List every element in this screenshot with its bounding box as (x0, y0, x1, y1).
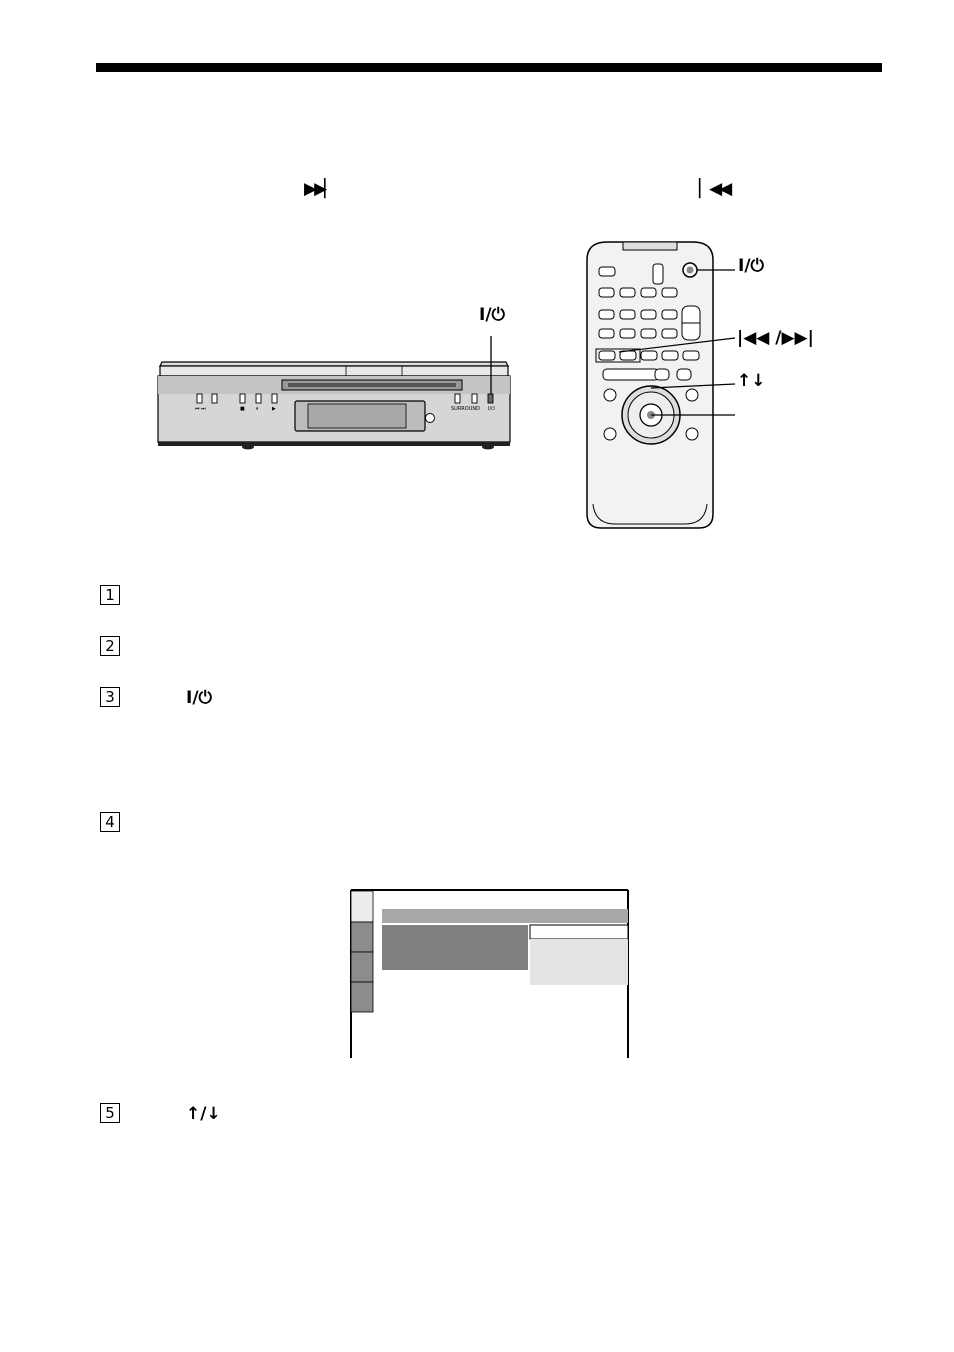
step-5-arrow-icon: ↑/↓ (186, 1104, 221, 1124)
setup-menu-screen (350, 889, 629, 1058)
svg-text:⏮ ⏭: ⏮ ⏭ (195, 406, 206, 412)
svg-text:▶: ▶ (272, 406, 276, 412)
step-5-number: 5 (100, 1103, 120, 1123)
remote-power-callout: I/⏻ (738, 256, 764, 276)
dvd-player-illustration: ⏮ ⏭ ■ ⏸ ▶ SURROUND I/⏻ (157, 336, 511, 450)
svg-text:SURROUND: SURROUND (451, 406, 480, 412)
next-track-icon: ▶▶▏ (304, 179, 337, 199)
step-3-power-icon: I/⏻ (186, 688, 212, 708)
remote-skip-callout: |◀◀ /▶▶| (737, 328, 814, 348)
step-2-number: 2 (100, 636, 120, 656)
remote-control-illustration (586, 241, 736, 529)
svg-text:■: ■ (240, 406, 245, 412)
previous-track-icon: ▏◀◀ (699, 179, 732, 199)
step-4-number: 4 (100, 812, 120, 832)
remote-arrows-callout: ↑↓ (737, 371, 766, 391)
header-rule (96, 63, 882, 72)
player-power-callout: I/⏻ (479, 305, 505, 325)
svg-text:I/⏻: I/⏻ (488, 406, 495, 412)
step-1-number: 1 (100, 585, 120, 605)
svg-text:⏸: ⏸ (256, 406, 259, 412)
step-3-number: 3 (100, 687, 120, 707)
